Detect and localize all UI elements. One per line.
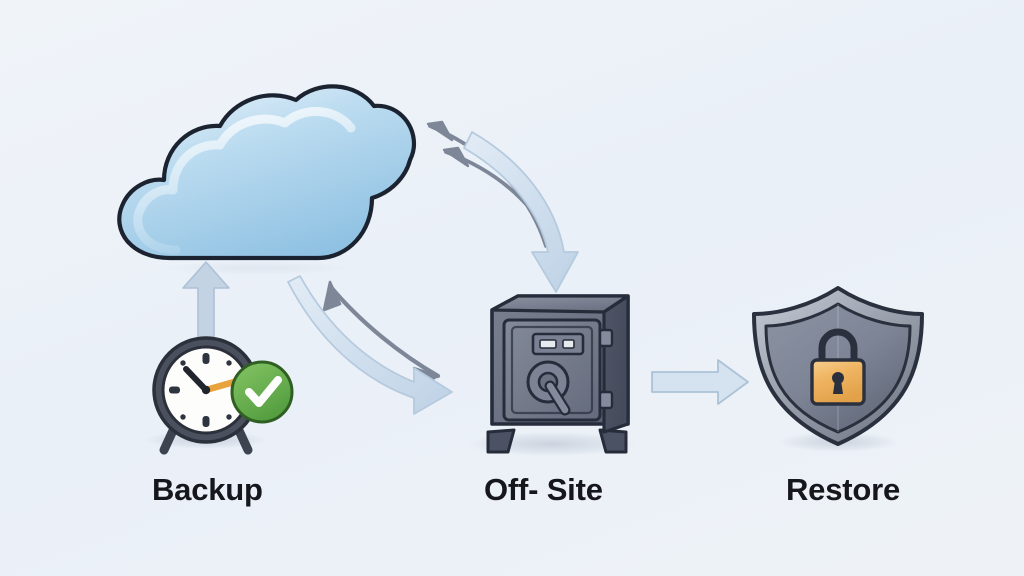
node-label-backup: Backup — [152, 472, 263, 507]
arrow-curve-up-offsite-to-cloud — [426, 120, 562, 264]
safe-icon — [468, 294, 636, 456]
arrow-curve-down-cloud-to-offsite — [463, 131, 579, 293]
node-label-restore: Restore — [786, 472, 901, 507]
cloud-icon — [117, 84, 417, 275]
arrow-up-backup-to-cloud — [182, 261, 230, 349]
shield-lock-icon — [752, 286, 924, 452]
arrow-right-offsite-to-restore — [651, 359, 749, 405]
node-label-offsite: Off- Site — [484, 472, 603, 507]
clock-check-icon — [144, 336, 294, 455]
arrow-curve-down-backup-to-offsite — [287, 275, 453, 415]
